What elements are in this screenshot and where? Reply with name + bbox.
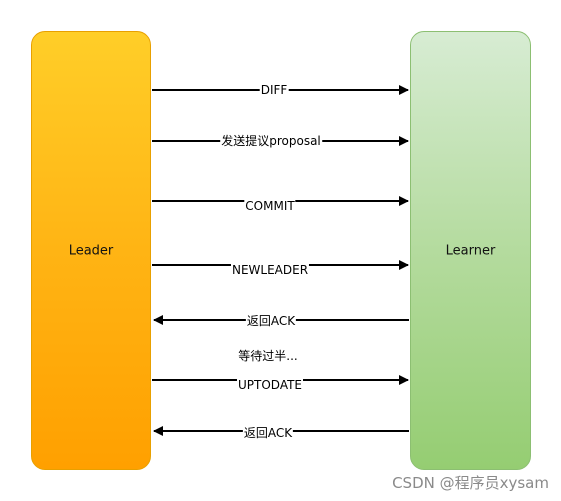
- message-label-newleader: NEWLEADER: [230, 263, 310, 277]
- leader-label: Leader: [68, 243, 114, 258]
- message-label-ack-2: 返回ACK: [242, 426, 294, 440]
- message-label-commit: COMMIT: [244, 199, 296, 213]
- message-label-diff: DIFF: [259, 83, 289, 97]
- message-label-proposal: 发送提议proposal: [220, 134, 322, 148]
- message-label-uptodate: UPTODATE: [236, 378, 304, 392]
- learner-box: Learner: [410, 31, 531, 470]
- leader-box: Leader: [31, 31, 151, 470]
- watermark: CSDN @程序员xysam: [392, 474, 549, 492]
- note-wait-majority: 等待过半...: [238, 349, 298, 363]
- message-label-ack-1: 返回ACK: [245, 314, 297, 328]
- learner-label: Learner: [445, 243, 496, 258]
